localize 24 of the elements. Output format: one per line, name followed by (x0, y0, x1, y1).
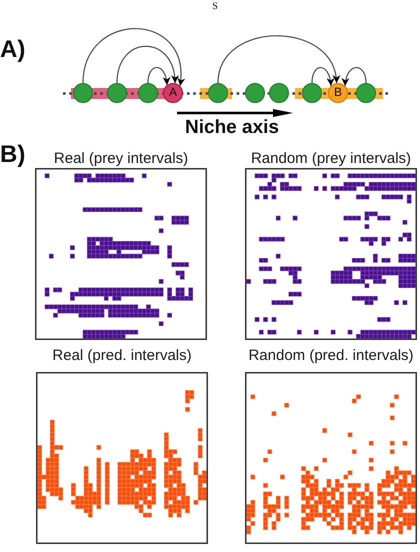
node-circle (356, 83, 376, 103)
node-circle (208, 83, 228, 103)
node-circle: B (328, 83, 348, 103)
panel-label: B) (0, 142, 26, 168)
curved-arrow (116, 46, 178, 84)
curved-arrow (82, 28, 184, 86)
plot-title: Real (prey intervals) (54, 150, 188, 167)
node-circle (302, 83, 322, 103)
curved-arrow (217, 35, 340, 84)
header-letter: S (212, 1, 218, 13)
plot-title: Real (pred. intervals) (52, 347, 192, 364)
node-circle (269, 83, 289, 103)
plot-title: Random (prey intervals) (250, 150, 412, 167)
axis-label: Niche axis (185, 119, 279, 137)
plot-title: Random (pred. intervals) (248, 347, 414, 364)
curved-arrow (342, 67, 367, 86)
panel-label: A) (0, 37, 26, 63)
curved-arrow (147, 67, 170, 86)
node-circle (73, 83, 93, 103)
node-circle (138, 83, 158, 103)
node-circle (245, 83, 265, 103)
curved-arrow (311, 67, 334, 86)
node-circle: A (163, 83, 183, 103)
node-circle (107, 83, 127, 103)
